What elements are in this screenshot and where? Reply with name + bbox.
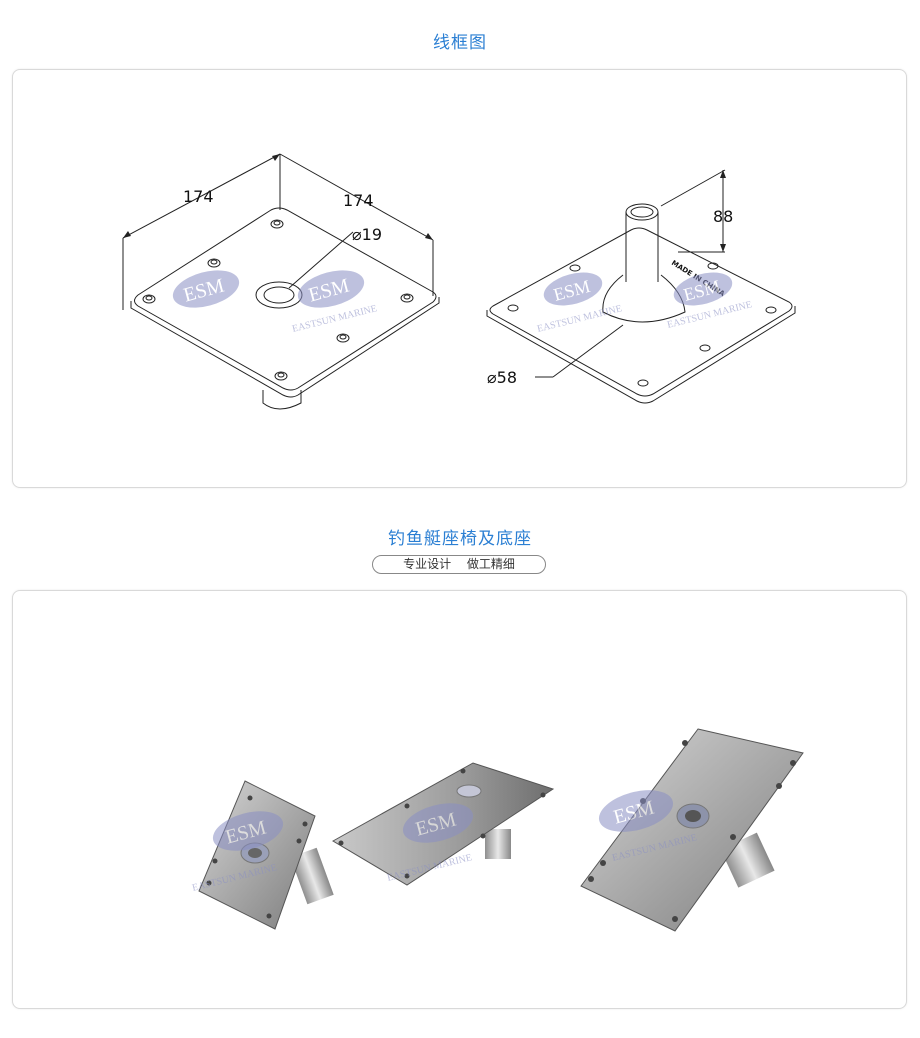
- left-plate-outline: [134, 207, 437, 391]
- tagline-1: 专业设计: [403, 557, 452, 571]
- watermark-text: EASTSUN MARINE: [666, 299, 753, 331]
- dim-base: ⌀58: [487, 368, 517, 387]
- watermark-text: EASTSUN MARINE: [536, 303, 623, 335]
- tagline-2: 做工精细: [466, 557, 515, 571]
- product-title: 钓鱼艇座椅及底座: [388, 529, 532, 549]
- left-center-hole-outer: [255, 281, 303, 309]
- right-plate-edge: [486, 306, 796, 404]
- product-photos: ESM EASTSUN MARINE ESM EASTSUN MARINE: [191, 728, 804, 932]
- right-plate-outline: [489, 227, 793, 397]
- product-photo-panel: ESM EASTSUN MARINE ESM EASTSUN MARINE: [12, 590, 907, 1009]
- product-photo-3: ESM EASTSUN MARINE: [580, 728, 804, 932]
- wireframe-title: 线框图: [433, 33, 487, 53]
- left-watermark: ESM ESM EASTSUN MARINE: [172, 270, 378, 335]
- dim-width-b: 174: [343, 191, 374, 210]
- product-photo-1: ESM EASTSUN MARINE: [191, 780, 334, 930]
- watermark-text: EASTSUN MARINE: [291, 303, 378, 335]
- right-watermark: ESM ESM EASTSUN MARINE EASTSUN MARINE: [536, 272, 753, 335]
- right-tube-top: [625, 203, 659, 221]
- dim-width-a: 174: [183, 187, 214, 206]
- left-plate-edge: [130, 297, 440, 398]
- wireframe-drawing: 174 174 ⌀19 ESM ESM EASTSUN MARINE: [122, 153, 796, 410]
- left-center-hole-inner: [263, 286, 295, 304]
- product-photo-2: ESM EASTSUN MARINE: [331, 762, 555, 886]
- dim-height: 88: [713, 207, 733, 226]
- left-plate-stub: [262, 390, 302, 410]
- dim-hole: ⌀19: [352, 225, 382, 244]
- tagline-pill: 专业设计 做工精细: [372, 555, 546, 574]
- wireframe-panel: 174 174 ⌀19 ESM ESM EASTSUN MARINE: [12, 69, 907, 488]
